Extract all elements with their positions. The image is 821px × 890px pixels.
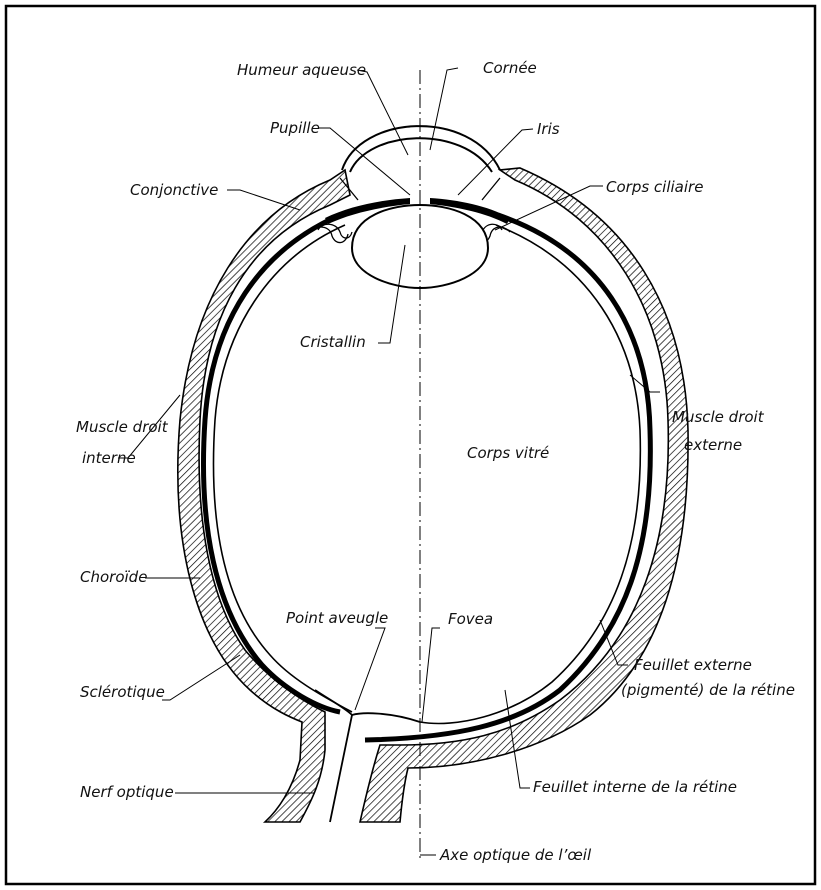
label-cristallin: Cristallin	[300, 333, 366, 351]
label-muscle-droit-externe-1: Muscle droit	[672, 408, 765, 426]
label-iris: Iris	[537, 120, 560, 138]
cornea	[342, 126, 500, 172]
label-muscle-droit-interne-2: interne	[82, 449, 136, 467]
label-fovea: Fovea	[448, 610, 493, 628]
label-pupille: Pupille	[270, 119, 320, 137]
label-corps-vitre: Corps vitré	[467, 444, 549, 462]
label-feuillet-externe-1: Feuillet externe	[634, 656, 752, 674]
label-corps-ciliaire: Corps ciliaire	[606, 178, 703, 196]
label-feuillet-externe-2: (pigmenté) de la rétine	[621, 681, 795, 699]
label-feuillet-interne: Feuillet interne de la rétine	[533, 778, 737, 796]
label-conjonctive: Conjonctive	[130, 181, 218, 199]
label-choroide: Choroïde	[80, 568, 147, 586]
label-nerf-optique: Nerf optique	[80, 783, 174, 801]
choroid	[203, 215, 650, 740]
label-sclerotique: Sclérotique	[80, 683, 165, 701]
label-point-aveugle: Point aveugle	[286, 609, 388, 627]
label-muscle-droit-interne-1: Muscle droit	[76, 418, 169, 436]
label-cornee: Cornée	[483, 59, 537, 77]
label-muscle-droit-externe-2: externe	[684, 436, 742, 454]
label-humeur-aqueuse: Humeur aqueuse	[237, 61, 366, 79]
label-axe-optique: Axe optique de l’œil	[439, 846, 592, 864]
